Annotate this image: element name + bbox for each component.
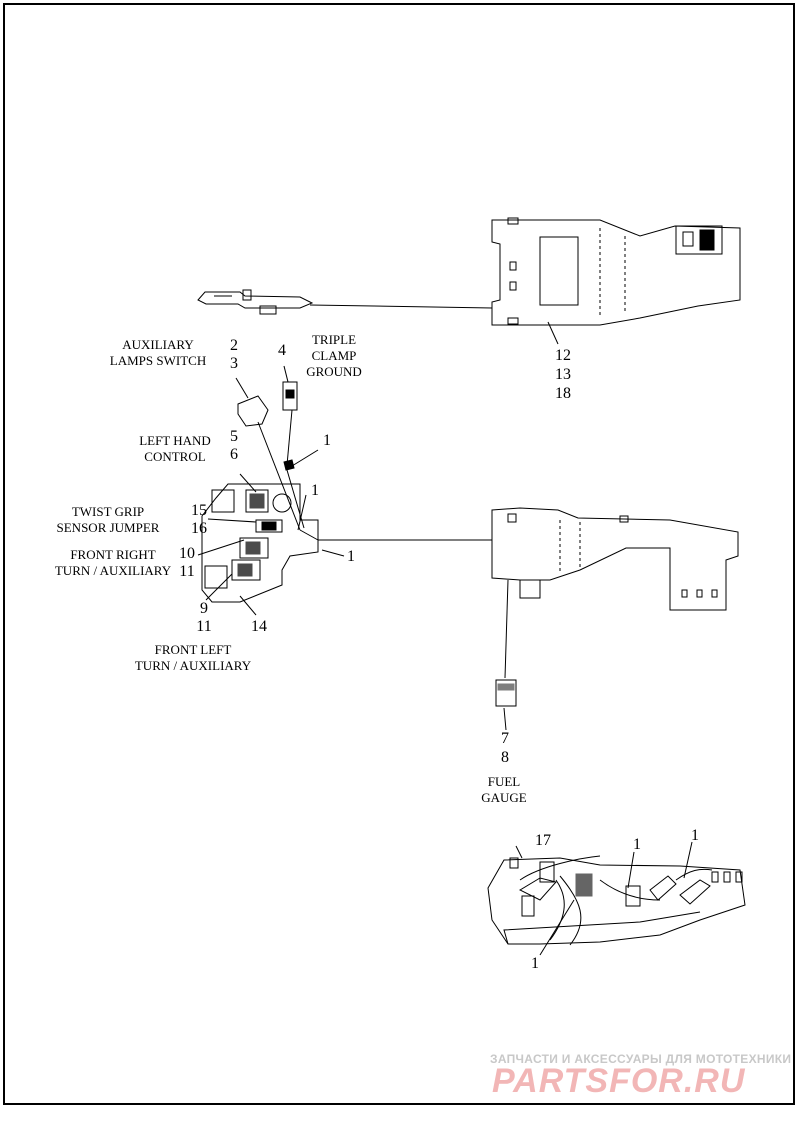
detail-view [487, 841, 746, 956]
callout-1-detail-b: 1 [691, 827, 699, 844]
label-auxiliary-lamps-switch: AUXILIARY LAMPS SWITCH [109, 337, 207, 368]
watermark-logo: PARTSFOR.RU [492, 1062, 746, 1100]
upper-housing [491, 217, 741, 326]
callout-17: 17 [535, 832, 551, 849]
lower-housing [491, 507, 739, 679]
callout-5: 5 [230, 428, 238, 445]
label-fuel-gauge: FUEL GAUGE [481, 774, 527, 805]
callout-12: 12 [555, 347, 571, 364]
callout-2: 2 [230, 337, 238, 354]
callout-10: 10 [179, 545, 195, 562]
callout-8: 8 [501, 749, 509, 766]
callout-1-detail-c: 1 [531, 955, 539, 972]
callout-1-detail-a: 1 [633, 836, 641, 853]
callout-4: 4 [278, 342, 286, 359]
callout-9: 9 [200, 600, 208, 617]
ground-connector [282, 365, 319, 529]
callout-15: 15 [191, 502, 207, 519]
callout-1-bracket: 1 [311, 482, 319, 499]
callout-18: 18 [555, 385, 571, 402]
callout-1-ground: 1 [323, 432, 331, 449]
callout-1-wire: 1 [347, 548, 355, 565]
control-bracket [197, 473, 492, 616]
callout-11-left: 11 [196, 618, 212, 635]
label-left-hand-control: LEFT HAND CONTROL [139, 433, 211, 464]
drawing-frame [3, 3, 795, 1105]
watermark-tagline: ЗАПЧАСТИ И АКСЕССУАРЫ ДЛЯ МОТОТЕХНИКИ [490, 1052, 792, 1066]
label-twist-grip-sensor-jumper: TWIST GRIP SENSOR JUMPER [56, 504, 160, 535]
callout-13: 13 [555, 366, 571, 383]
aux-switch-connector [235, 377, 301, 531]
upper-connector [197, 289, 493, 315]
fuel-gauge-connector [495, 679, 517, 731]
callout-11-right: 11 [179, 563, 195, 580]
label-front-right-turn: FRONT RIGHT TURN / AUXILIARY [54, 547, 172, 578]
label-triple-clamp-ground: TRIPLE CLAMP GROUND [306, 332, 362, 379]
label-front-left-turn: FRONT LEFT TURN / AUXILIARY [134, 642, 252, 673]
callout-14: 14 [251, 618, 267, 635]
callout-7: 7 [501, 730, 509, 747]
callout-16: 16 [191, 520, 207, 537]
leader-12 [547, 321, 559, 345]
callout-6: 6 [230, 446, 238, 463]
callout-3: 3 [230, 355, 238, 372]
